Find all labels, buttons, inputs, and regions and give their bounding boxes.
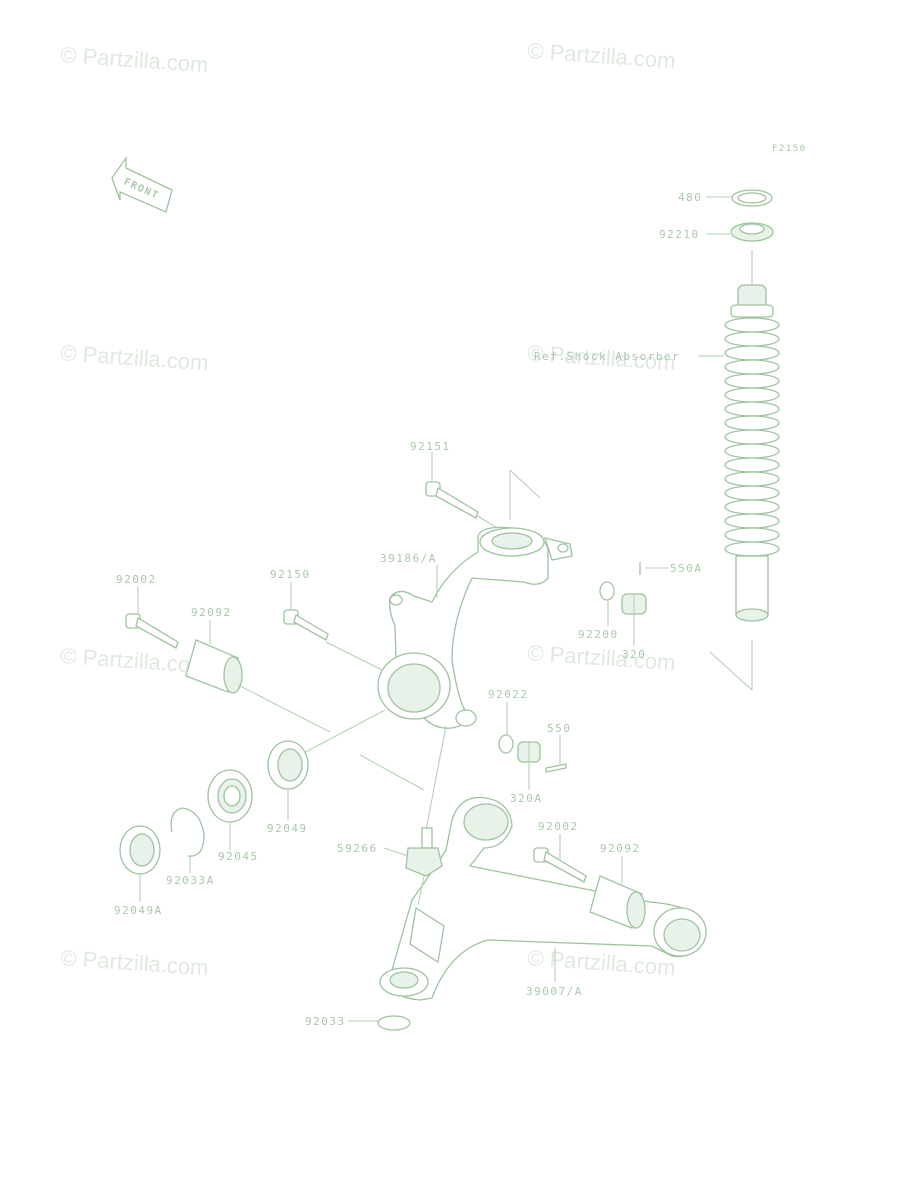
label-shock-absorber[interactable]: Ref.Shock Absorber (534, 350, 680, 363)
bolt-92151[interactable] (425, 481, 479, 519)
label-92002-lower[interactable]: 92002 (538, 820, 579, 833)
label-92002-upper[interactable]: 92002 (116, 573, 157, 586)
label-92151[interactable]: 92151 (410, 440, 451, 453)
label-39007[interactable]: 39007/A (526, 985, 583, 998)
nut-320a[interactable] (517, 741, 541, 763)
lower-a-arm[interactable] (379, 796, 707, 1001)
label-480[interactable]: 480 (678, 191, 702, 204)
steering-knuckle[interactable] (377, 469, 573, 729)
watermark: © Partzilla.com (527, 38, 677, 73)
bolt-92002-lower[interactable] (533, 847, 587, 883)
bushing-92092-lower[interactable] (589, 875, 646, 929)
label-92045[interactable]: 92045 (218, 850, 259, 863)
cotter-pin-550[interactable] (545, 763, 567, 773)
circlip-92033[interactable] (377, 1015, 411, 1031)
label-550a[interactable]: 550A (670, 562, 703, 575)
label-92049[interactable]: 92049 (267, 822, 308, 835)
bolt-92002-upper[interactable] (125, 613, 179, 649)
ball-joint-59266[interactable] (405, 725, 447, 906)
label-59266[interactable]: 59266 (337, 842, 378, 855)
watermark: © Partzilla.com (527, 640, 677, 675)
washer-92200[interactable] (599, 581, 615, 601)
label-320[interactable]: 320 (622, 648, 646, 661)
bolt-92150[interactable] (283, 609, 329, 641)
bushing-92092-upper[interactable] (185, 639, 243, 694)
leader-lines (137, 196, 732, 1022)
label-92049a[interactable]: 92049A (114, 904, 163, 917)
label-550[interactable]: 550 (547, 722, 571, 735)
label-39186[interactable]: 39186/A (380, 552, 437, 565)
oil-seal-92049a[interactable] (119, 825, 161, 875)
oil-seal-92049[interactable] (267, 740, 309, 790)
watermark: © Partzilla.com (527, 945, 677, 980)
nut-320[interactable] (621, 593, 647, 615)
label-92022[interactable]: 92022 (488, 688, 529, 701)
shock-absorber[interactable] (709, 189, 780, 692)
label-320a[interactable]: 320A (510, 792, 543, 805)
part-labels: 480 92210 Ref.Shock Absorber 92151 39186… (114, 191, 703, 1028)
watermark: © Partzilla.com (60, 945, 210, 980)
figure-code: F2150 (772, 144, 807, 154)
bearing-92045[interactable] (207, 769, 253, 823)
label-92150[interactable]: 92150 (270, 568, 311, 581)
label-92092-upper[interactable]: 92092 (191, 606, 232, 619)
label-92033[interactable]: 92033 (305, 1015, 346, 1028)
label-92210[interactable]: 92210 (659, 228, 700, 241)
circlip-92033a[interactable] (170, 807, 205, 857)
shock-spring (724, 317, 780, 557)
label-92033a[interactable]: 92033A (166, 874, 215, 887)
label-92200[interactable]: 92200 (578, 628, 619, 641)
label-92092-lower[interactable]: 92092 (600, 842, 641, 855)
watermark: © Partzilla.com (60, 340, 210, 375)
watermark: © Partzilla.com (60, 42, 210, 77)
washer-92022[interactable] (498, 734, 514, 754)
front-arrow-icon: FRONT (111, 155, 173, 213)
